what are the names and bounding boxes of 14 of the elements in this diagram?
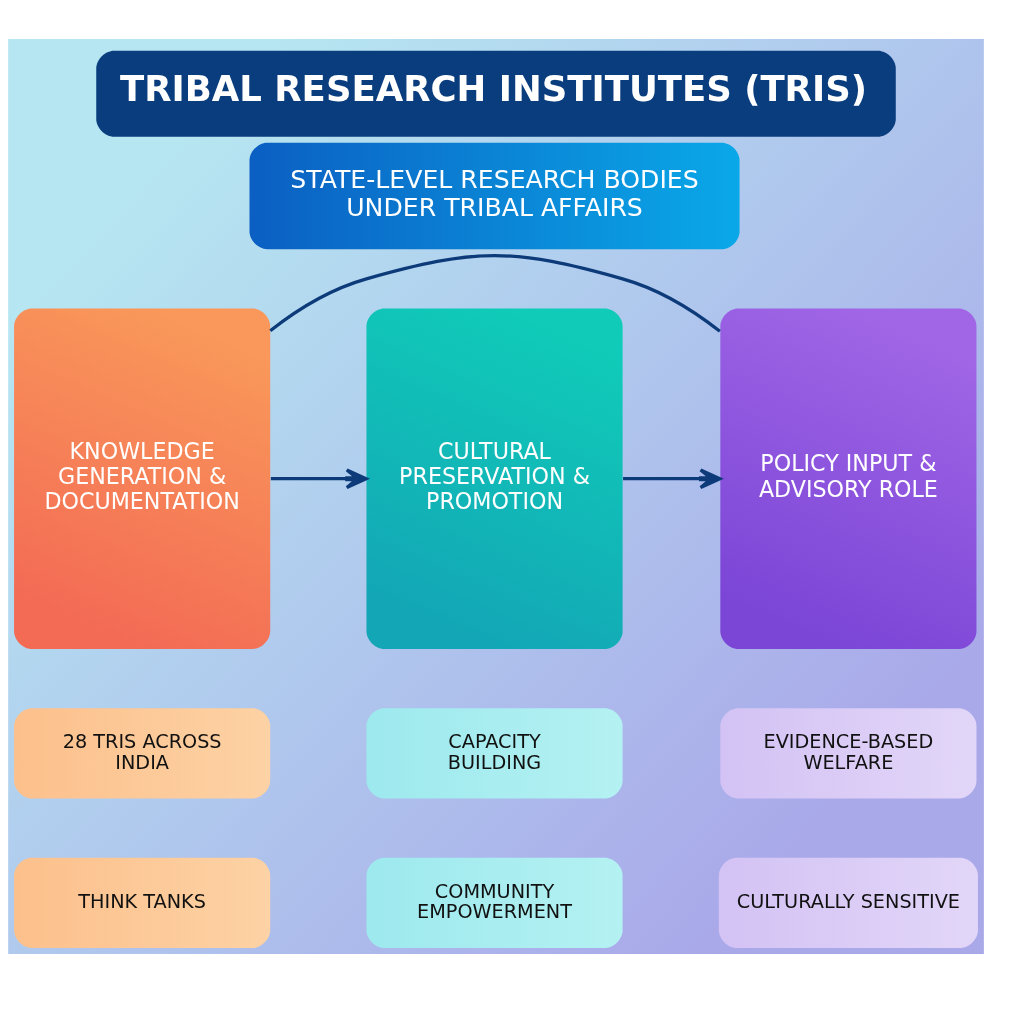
arrow (623, 467, 722, 489)
arrow (270, 467, 368, 489)
node-box: EVIDENCE-BASED WELFARE (720, 707, 977, 799)
node-box: POLICY INPUT & ADVISORY ROLE (720, 307, 977, 649)
node-box: KNOWLEDGE GENERATION & DOCUMENTATION (14, 307, 271, 649)
node-box: CULTURAL PRESERVATION & PROMOTION (366, 307, 623, 649)
diagram-title: TRIBAL RESEARCH INSTITUTES (TRIS) (119, 67, 867, 109)
node-box: THINK TANKS (14, 857, 271, 948)
connector (269, 253, 721, 333)
node-box: CAPACITY BUILDING (366, 707, 623, 799)
node-box: 28 TRIS ACROSS INDIA (14, 707, 271, 799)
node-box: CULTURALLY SENSITIVE (718, 857, 978, 948)
node-box: STATE-LEVEL RESEARCH BODIES UNDER TRIBAL AFFAIRS (249, 142, 740, 249)
node-box: COMMUNITY EMPOWERMENT (366, 857, 623, 948)
